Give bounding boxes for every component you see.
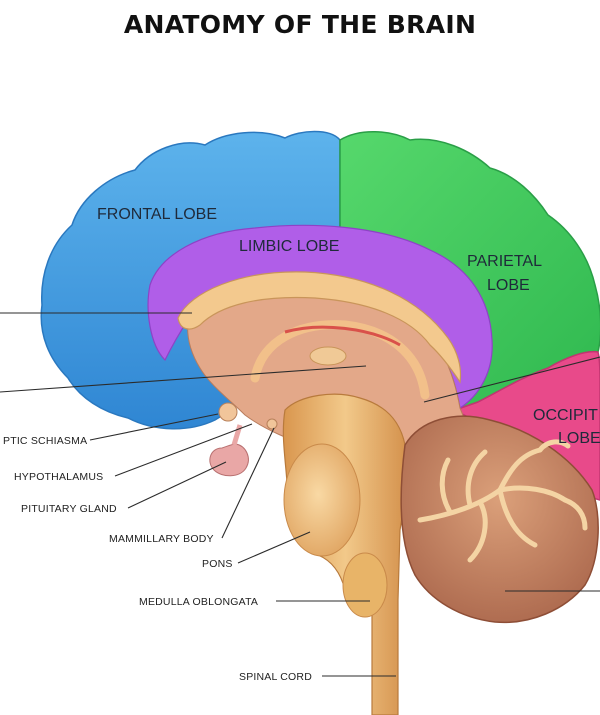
parietal-lobe-label-line1: PARIETAL: [467, 253, 542, 270]
pituitary-gland-shape: [209, 443, 249, 477]
frontal-lobe-label: FRONTAL LOBE: [97, 206, 217, 223]
occipital-lobe-label-line1: OCCIPIT: [533, 407, 598, 424]
fornix: [250, 320, 430, 400]
mammillary-body-label: MAMMILLARY BODY: [109, 533, 214, 545]
optic-chiasma-shape: [218, 402, 238, 422]
arbor-vitae: [417, 439, 588, 563]
hypothalamus-label: HYPOTHALAMUS: [14, 471, 103, 483]
pituitary-stalk: [231, 424, 243, 446]
medulla-oblongata-label: MEDULLA OBLONGATA: [139, 596, 258, 608]
limbic-lobe-label: LIMBIC LOBE: [239, 238, 339, 255]
page-title: ANATOMY OF THE BRAIN: [123, 10, 477, 39]
pituitary-gland-label: PITUITARY GLAND: [21, 503, 117, 515]
occipital-lobe-label-line2: LOBE: [558, 430, 600, 447]
fornix-red: [284, 325, 401, 347]
cerebellum: [400, 415, 599, 624]
spinal-cord-label: SPINAL CORD: [239, 671, 312, 683]
pons-shape: [283, 443, 361, 557]
parietal-lobe-label-line2: LOBE: [487, 277, 530, 294]
leader-lines: [0, 312, 600, 677]
medulla-shape: [342, 552, 388, 618]
brainstem: [282, 393, 408, 715]
thalamus: [309, 346, 347, 366]
optic-chiasma-label: PTIC SCHIASMA: [3, 435, 87, 447]
corpus-callosum: [177, 271, 462, 384]
mammillary-body-shape: [266, 418, 278, 430]
pons-label: PONS: [202, 558, 233, 570]
